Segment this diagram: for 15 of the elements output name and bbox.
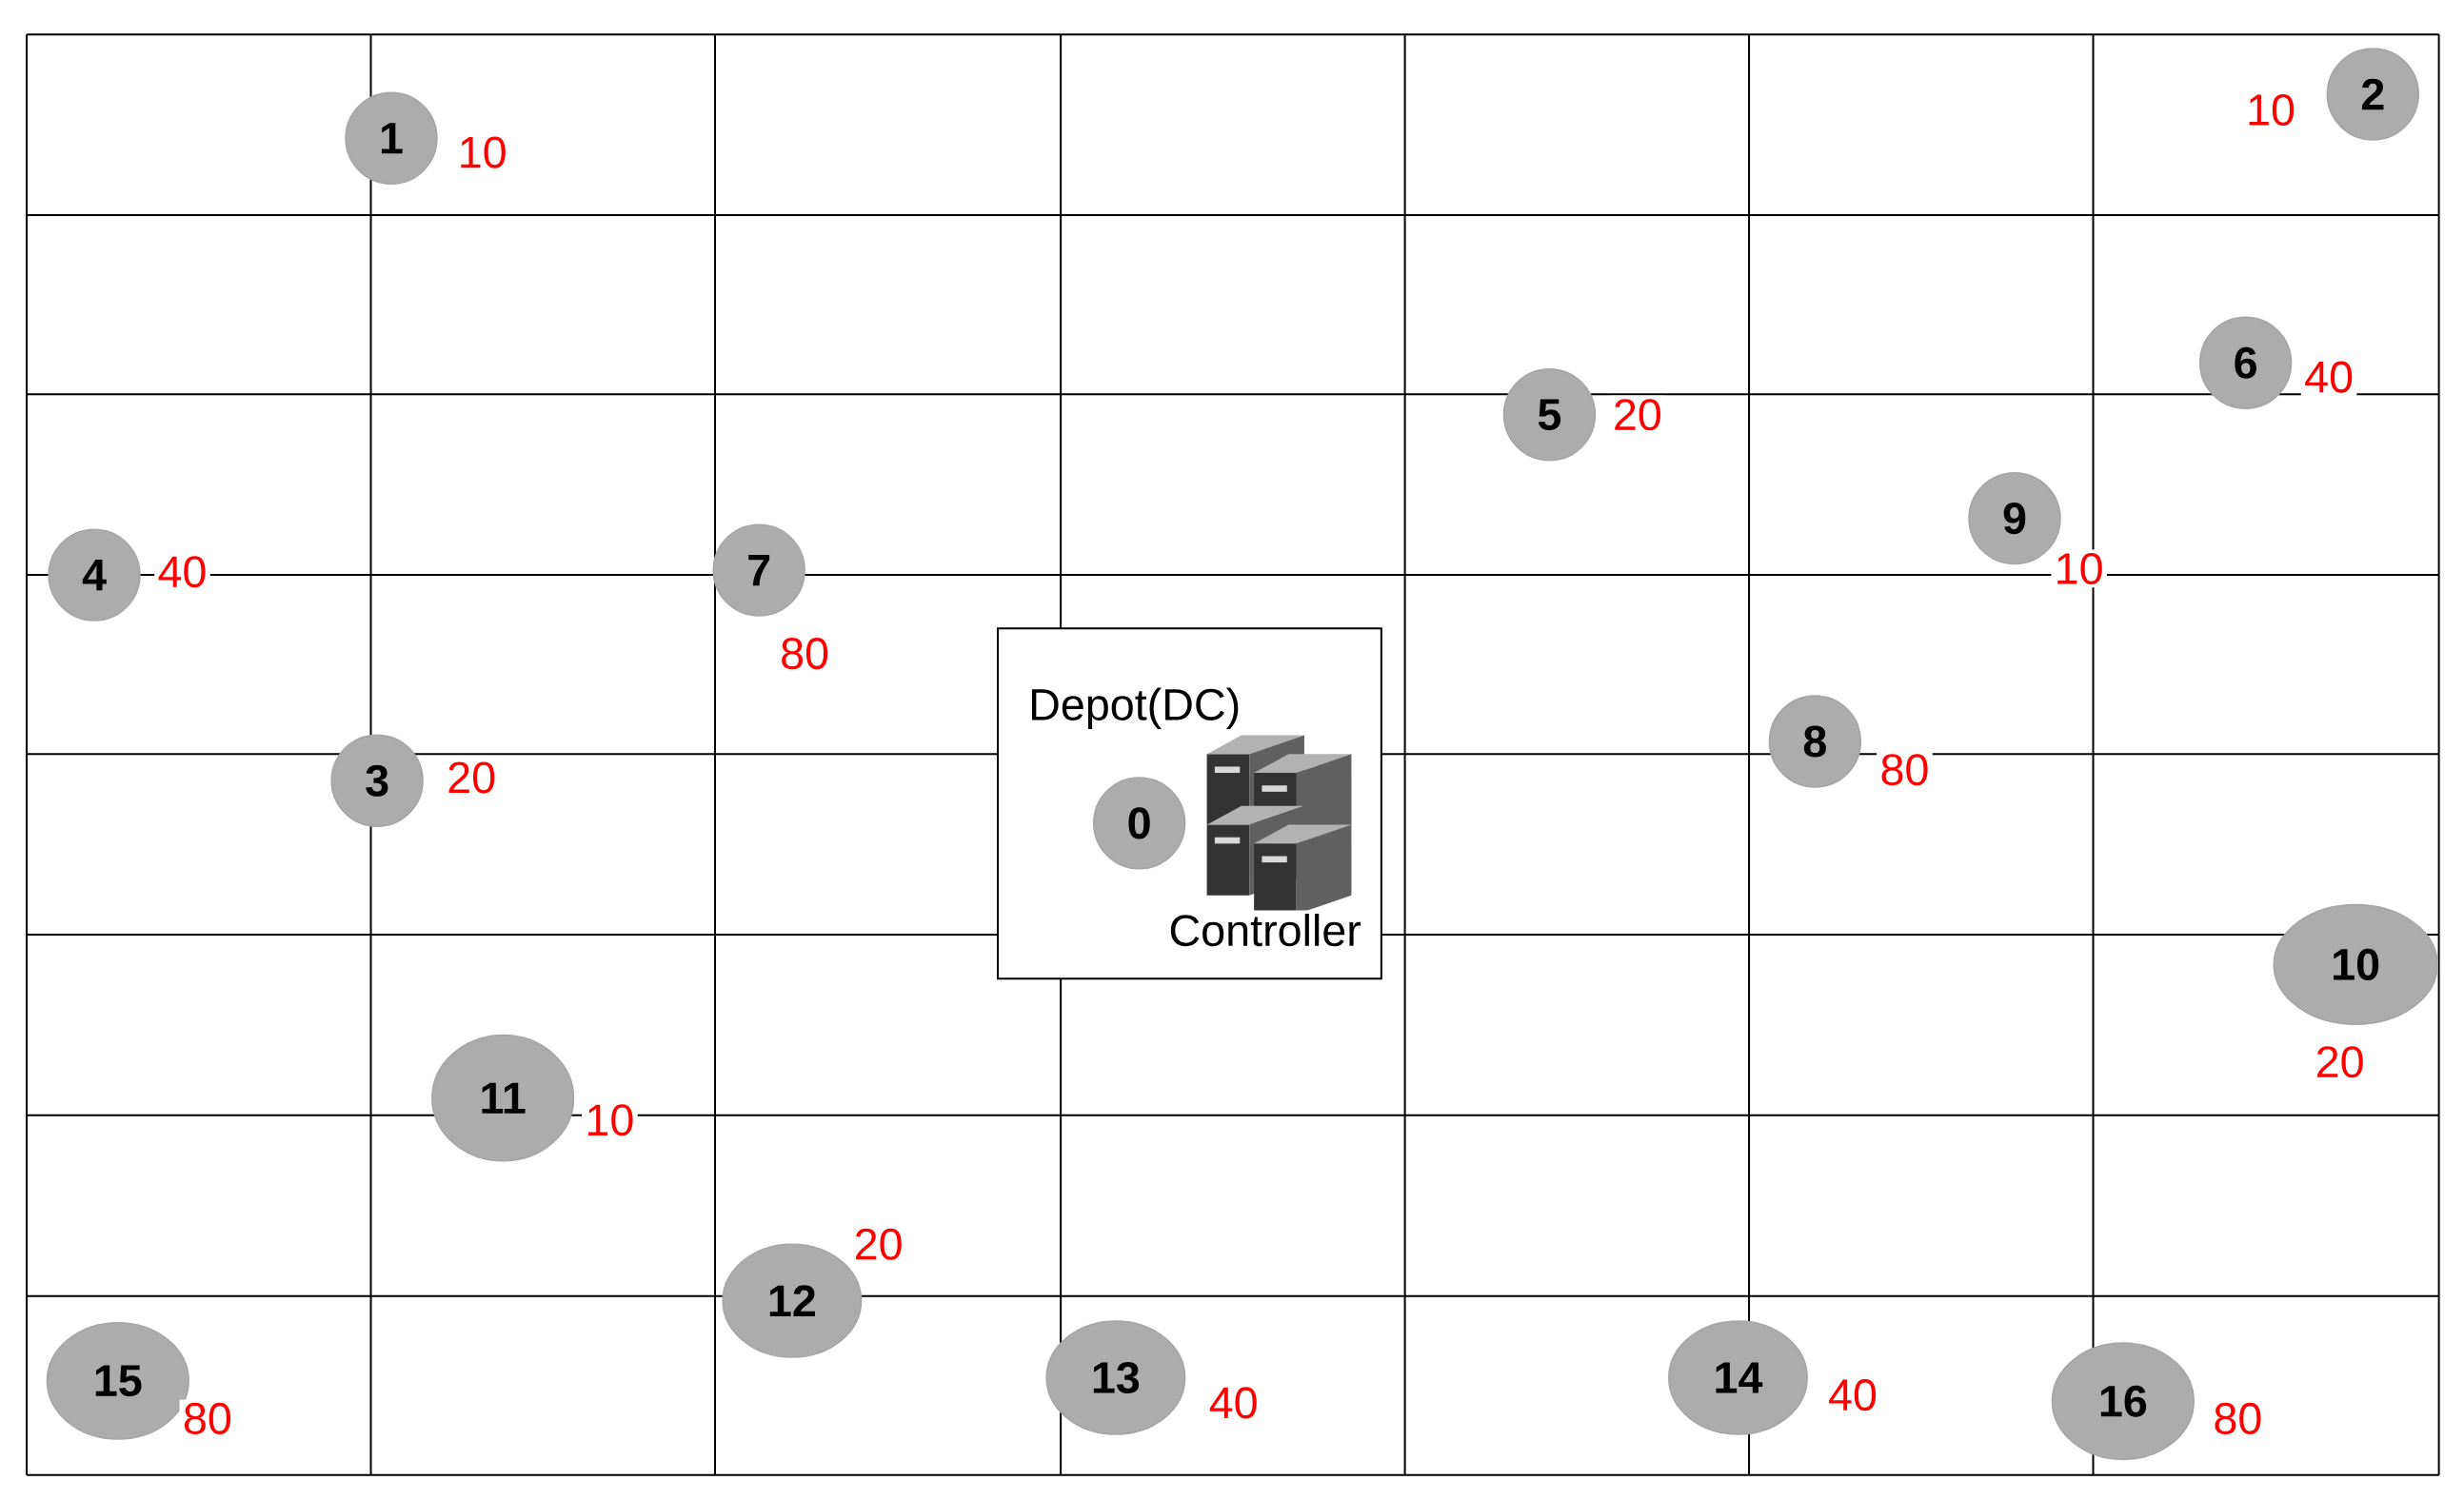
demand-label: 40 xyxy=(1824,1375,1881,1414)
demand-label: 40 xyxy=(1205,1383,1262,1422)
demand-label: 80 xyxy=(179,1399,236,1438)
demand-label: 40 xyxy=(2300,358,2357,396)
demand-label: 20 xyxy=(443,759,500,797)
demand-label: 20 xyxy=(1609,395,1666,434)
demand-label: 10 xyxy=(454,133,510,171)
demand-label: 10 xyxy=(2242,90,2299,129)
demand-label: 20 xyxy=(2312,1042,2368,1081)
demand-label: 10 xyxy=(2051,549,2107,588)
demand-label: 80 xyxy=(776,634,833,673)
demand-label: 40 xyxy=(154,552,210,591)
demand-label: 10 xyxy=(582,1100,638,1139)
demand-label: 80 xyxy=(2210,1399,2266,1438)
demand-label: 80 xyxy=(1877,750,1933,789)
